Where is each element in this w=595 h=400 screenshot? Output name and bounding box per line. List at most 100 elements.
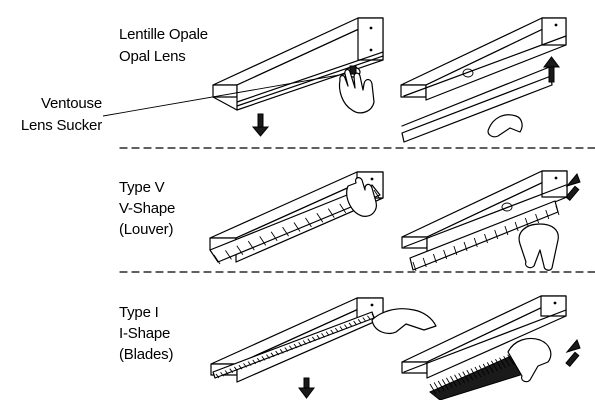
blade-line — [307, 338, 312, 343]
louver-label-name: (Louver) — [119, 221, 174, 238]
louver-cell-divider — [504, 225, 509, 236]
blade-line — [238, 364, 243, 370]
callout-label-en: Lens Sucker — [20, 117, 102, 134]
blade-line — [270, 352, 275, 358]
fixture-louver-right — [401, 170, 568, 272]
blade-line — [311, 336, 316, 342]
blade-line — [507, 354, 515, 365]
louver-cell-divider — [305, 217, 312, 228]
opal-label-fr: Lentille Opale — [119, 26, 208, 43]
louver-cell-divider — [494, 229, 499, 240]
blade-line — [325, 331, 330, 336]
louver-label-shape: V-Shape — [119, 200, 176, 217]
blade-line — [289, 345, 293, 351]
blade-line — [279, 349, 284, 354]
blade-line — [220, 371, 224, 377]
louver-cell-divider — [545, 209, 550, 220]
louver-cell-divider — [484, 233, 488, 244]
blade-line — [316, 334, 321, 340]
hand-icon — [507, 337, 552, 383]
blade-line — [357, 319, 362, 324]
louver-cell-divider — [225, 250, 232, 260]
louver-cell-divider — [293, 222, 301, 232]
fixture-blades-right — [401, 295, 567, 400]
blade-line — [302, 340, 307, 345]
blade-line — [503, 355, 511, 367]
blade-line — [256, 357, 261, 363]
blade-line — [334, 327, 339, 333]
blade-line — [298, 341, 302, 347]
blades-label-shape: I-Shape — [119, 325, 171, 342]
louver-cell-divider — [463, 241, 468, 252]
blade-line — [441, 379, 449, 390]
up-arrow-icon — [565, 339, 581, 367]
louver-cell-divider — [236, 245, 244, 255]
blade-line — [433, 382, 441, 393]
blades-label-name: (Blades) — [119, 346, 174, 363]
louver-cell-divider — [535, 213, 539, 224]
hand-icon — [371, 308, 437, 335]
louver-cell-divider — [453, 245, 458, 256]
blade-line — [215, 373, 220, 379]
louver-cell-divider — [259, 236, 267, 246]
blade-line — [362, 317, 367, 322]
blade-line — [462, 371, 470, 382]
callout-label-fr: Ventouse — [41, 95, 102, 112]
louver-label-type: Type V — [119, 179, 165, 196]
blades-label-type: Type I — [119, 304, 159, 321]
blade-line — [233, 366, 238, 372]
blade-line — [353, 320, 358, 326]
blade-line — [450, 376, 457, 387]
louver-cell-divider — [443, 249, 448, 260]
blade-line — [437, 380, 445, 392]
louver-cell-divider — [327, 208, 335, 218]
louver-cell-divider — [339, 203, 347, 214]
louver-cell-divider — [373, 189, 381, 200]
blade-line — [339, 326, 344, 331]
hand-icon — [518, 223, 559, 271]
blade-line — [490, 360, 498, 372]
down-arrow-icon — [251, 113, 270, 137]
louver-cell-divider — [422, 257, 427, 268]
louver-cell-divider — [514, 221, 519, 232]
down-arrow-icon — [298, 377, 315, 399]
blade-line — [284, 347, 289, 352]
blade-line — [243, 363, 247, 368]
blade-line — [429, 383, 437, 395]
louver-cell-divider — [473, 237, 478, 248]
blade-line — [445, 377, 453, 389]
blade-line — [470, 368, 478, 379]
blade-line — [495, 359, 502, 370]
louver-cell-divider — [270, 231, 278, 242]
fixture-opal-left — [212, 17, 384, 111]
blade-line — [229, 368, 234, 373]
blade-line — [247, 361, 252, 366]
blade-line — [321, 333, 325, 338]
hand-icon — [338, 68, 375, 114]
louver-cell-divider — [412, 261, 417, 272]
fixture-blades-left — [210, 297, 384, 383]
callout-line — [102, 73, 346, 117]
blade-line — [458, 372, 466, 384]
louver-cell-divider — [433, 253, 437, 264]
hand-icon — [346, 177, 377, 217]
louver-cell-divider — [247, 240, 255, 251]
louver-cell-divider — [213, 254, 221, 265]
blade-line — [466, 369, 474, 381]
blade-line — [330, 329, 335, 335]
hand-icon — [487, 114, 523, 138]
louver-cell-divider — [316, 212, 324, 223]
blade-line — [482, 363, 490, 375]
blade-line — [499, 357, 506, 368]
blade-line — [252, 359, 257, 365]
blade-line — [478, 365, 486, 376]
blade-line — [367, 315, 371, 321]
opal-label-en: Opal Lens — [119, 48, 186, 65]
blade-line — [261, 356, 266, 361]
blade-line — [293, 343, 298, 349]
blade-line — [266, 354, 270, 359]
up-arrow-icon — [543, 56, 560, 83]
blade-line — [474, 366, 482, 378]
